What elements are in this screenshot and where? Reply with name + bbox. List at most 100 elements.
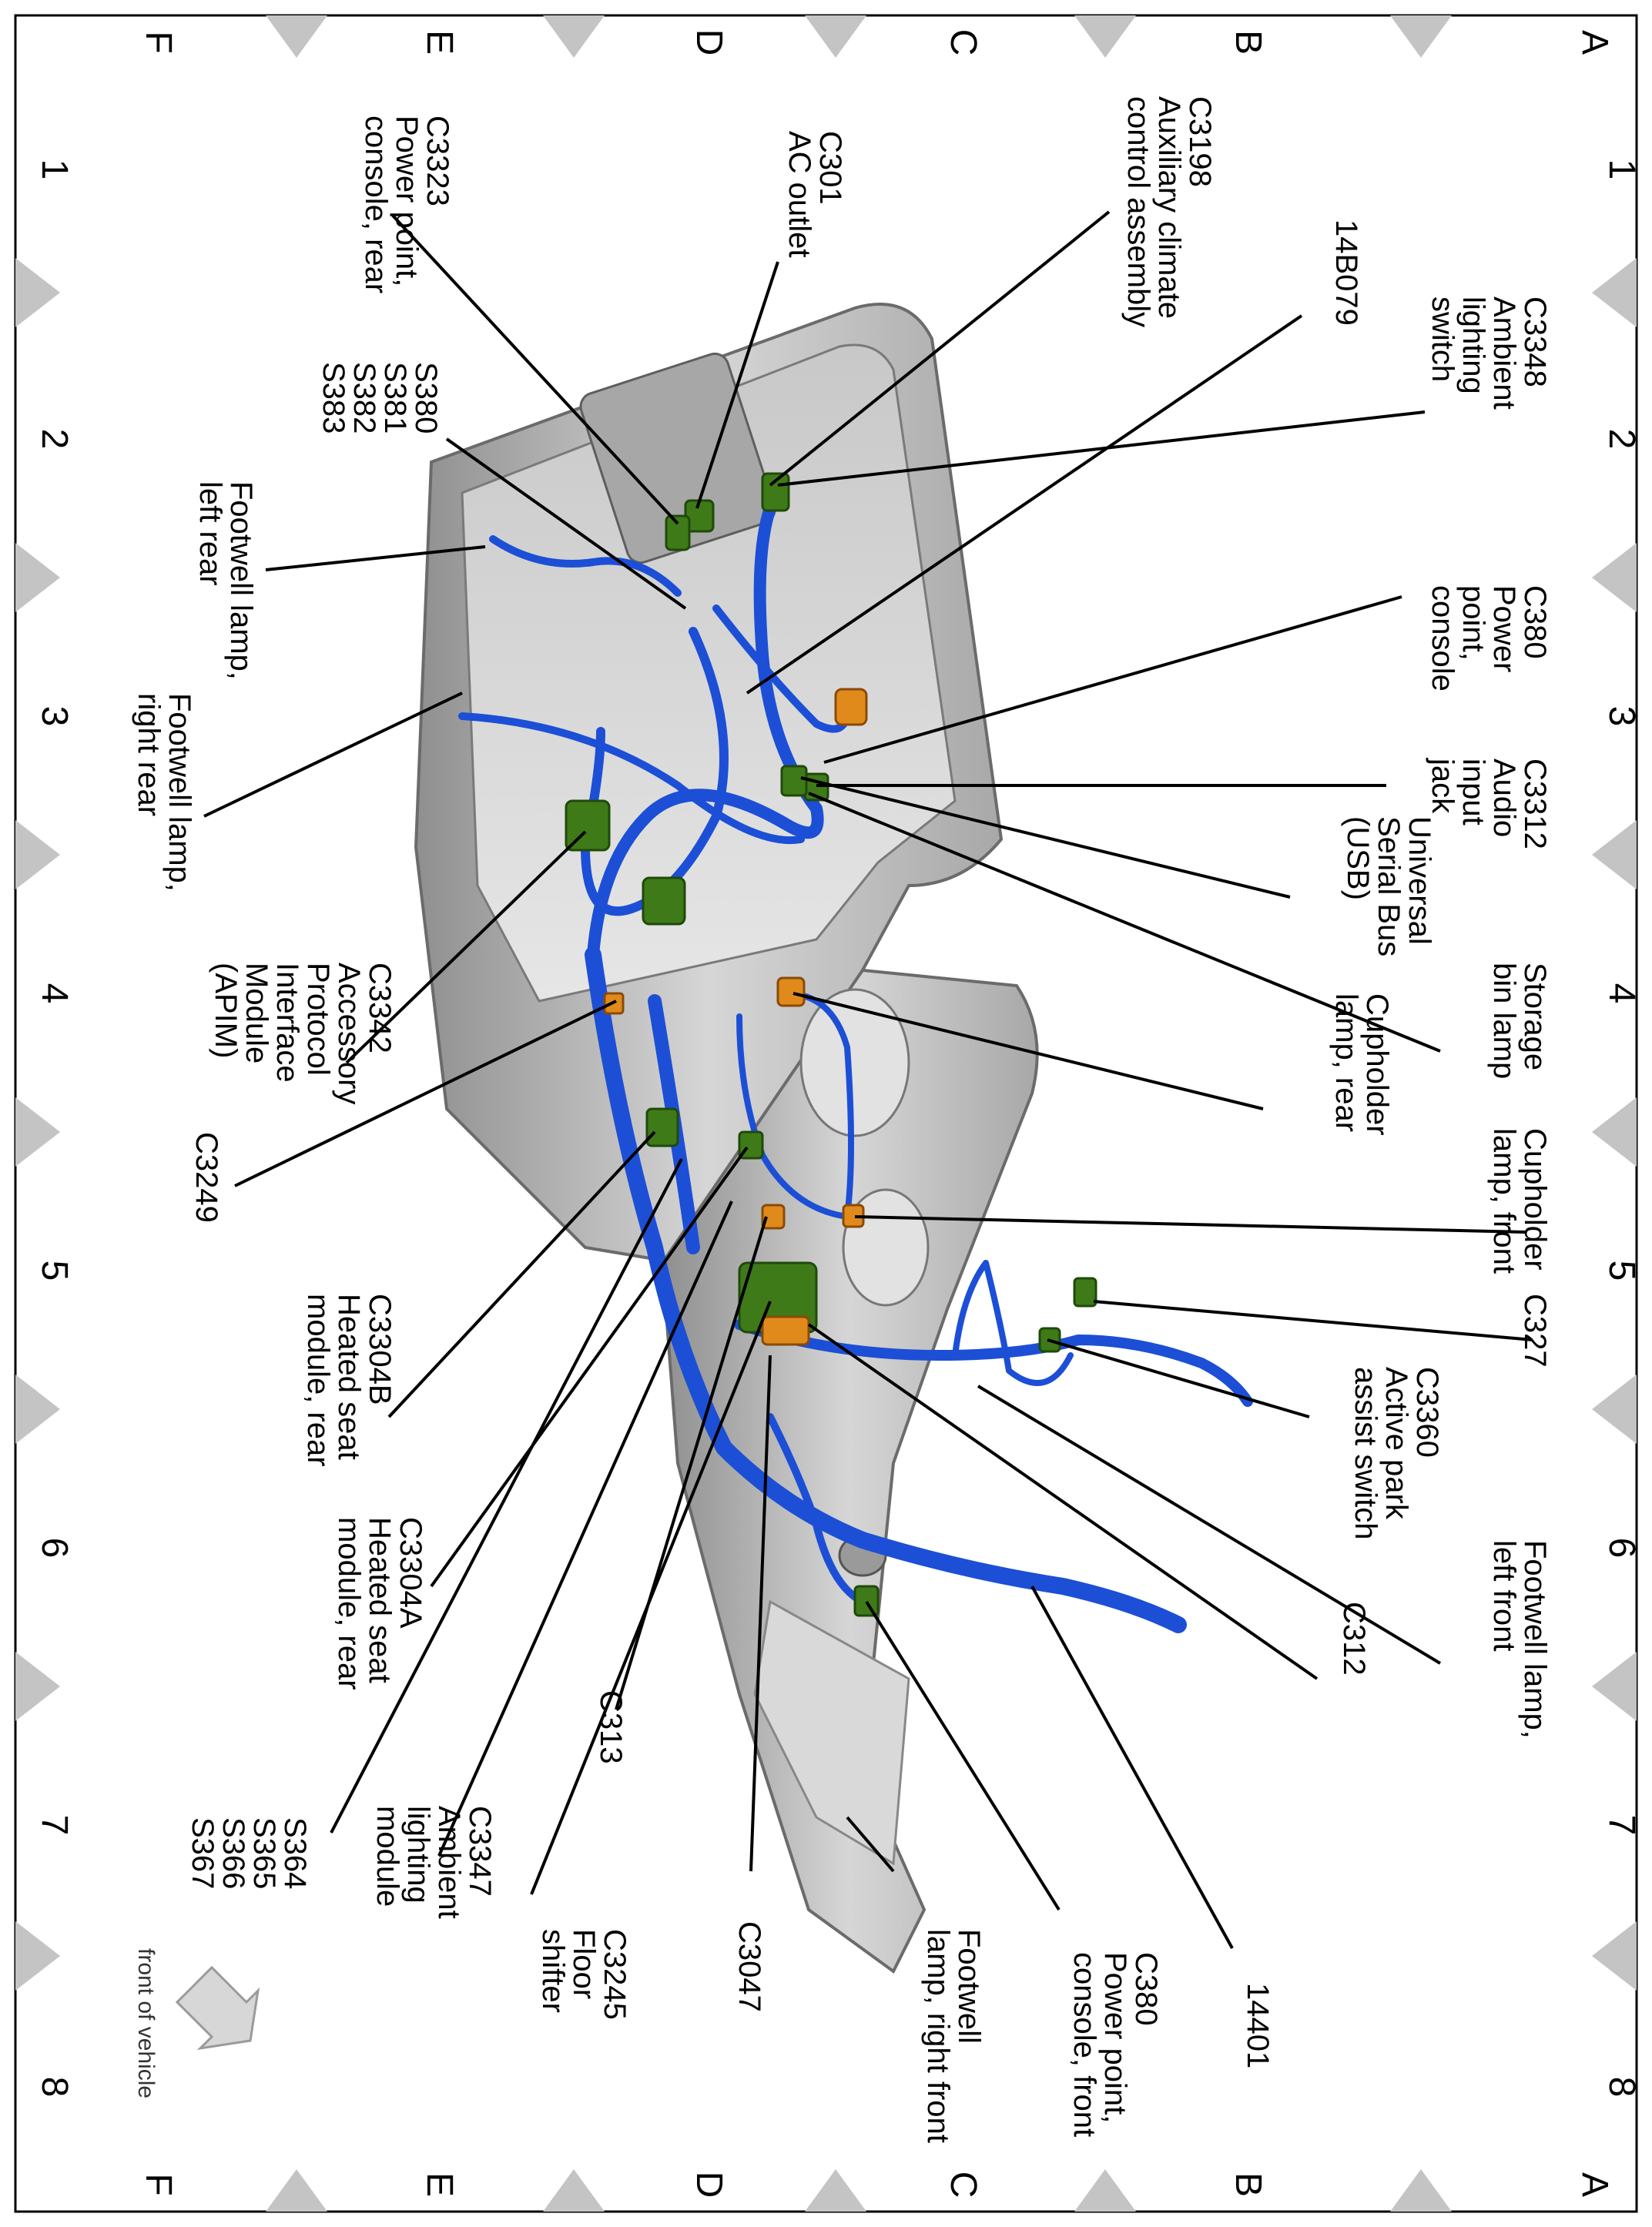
callout-line: S382	[347, 362, 381, 434]
callout-line: S383	[317, 362, 350, 434]
grid-row-label-top: F	[138, 31, 179, 53]
callout-line: Accessory	[332, 963, 366, 1105]
grid-col-label-left: 4	[34, 983, 75, 1004]
callout-label-b14b079: 14B079	[1329, 219, 1363, 326]
border-triangle	[1592, 1652, 1637, 1721]
callout-line: C3360	[1410, 1367, 1444, 1458]
callout-line: module	[370, 1806, 404, 1907]
callout-line: Footwell lamp,	[224, 481, 258, 680]
callout-line: Interface	[270, 963, 304, 1083]
grid-col-label-left: 5	[34, 1261, 75, 1281]
border-triangle	[1592, 820, 1637, 889]
border-triangle	[543, 2169, 605, 2212]
callout-line: C380	[1129, 1952, 1163, 2026]
grid-border-marks	[15, 15, 1637, 2212]
callout-label-c3342: C3342AccessoryProtocolInterfaceModule(AP…	[209, 963, 397, 1105]
callout-line: left front	[1487, 1540, 1521, 1652]
callout-line: (APIM)	[209, 963, 243, 1058]
callout-label-s380-383: S380S381S382S383	[317, 362, 443, 434]
border-triangle	[1074, 15, 1136, 58]
grid-col-label-right: 4	[1601, 983, 1642, 1004]
grid-row-label-top: A	[1574, 30, 1615, 55]
callout-label-c3047: C3047	[732, 1921, 766, 2012]
callout-line: AC outlet	[782, 131, 816, 258]
callout-line: (USB)	[1341, 816, 1375, 900]
callout-label-s364-367: S364S365S366S367	[186, 1817, 312, 1889]
callout-label-c327: C327	[1518, 1294, 1552, 1368]
callout-line: Protocol	[301, 963, 335, 1076]
callout-line: C301	[813, 131, 847, 205]
callout-line: shifter	[536, 1929, 570, 2013]
border-triangle	[266, 15, 327, 58]
border-triangle	[805, 2169, 866, 2212]
callout-label-c3249: C3249	[189, 1132, 223, 1223]
callout-line: right rear	[132, 693, 166, 816]
callout-label-c3304a: C3304AHeated seatmodule, rear	[332, 1517, 427, 1690]
callout-line: switch	[1426, 296, 1459, 382]
callout-line: Ambient	[432, 1806, 466, 1919]
border-triangle	[1074, 2169, 1136, 2212]
connector-c3304b	[645, 1107, 679, 1147]
callout-label-c3245: C3245Floorshifter	[536, 1929, 632, 2020]
border-triangle	[1592, 543, 1637, 612]
callout-line: C3047	[732, 1921, 766, 2012]
callout-label-fw-right-rear: Footwell lamp,right rear	[132, 693, 196, 892]
callout-line: S381	[378, 362, 412, 434]
grid-row-label-top: D	[689, 29, 729, 56]
callout-label-cup-front: Cupholderlamp, front	[1487, 1128, 1552, 1274]
callout-line: Footwell lamp,	[1518, 1540, 1552, 1739]
border-triangle	[805, 15, 866, 58]
grid-col-label-left: 2	[34, 429, 75, 450]
grid-row-label-bottom: F	[138, 2173, 179, 2195]
grid-row-label-bottom: D	[689, 2172, 729, 2199]
connector-usb	[780, 765, 808, 797]
border-triangle	[15, 258, 60, 327]
border-triangle	[1592, 1375, 1637, 1444]
callout-line: S380	[409, 362, 443, 434]
callout-line: input	[1456, 759, 1490, 825]
callout-line: module, rear	[301, 1294, 335, 1467]
callout-label-c3312: C3312Audioinputjack	[1426, 758, 1552, 849]
callout-label-fw-left-rear: Footwell lamp,left rear	[193, 481, 258, 680]
grid-row-label-top: E	[419, 30, 460, 55]
callout-label-fw-left-front: Footwell lamp,left front	[1487, 1540, 1552, 1739]
connector-c327	[1073, 1277, 1097, 1308]
callout-line: Cupholder	[1360, 993, 1394, 1136]
connector-apim	[642, 876, 686, 926]
callout-line: 14401	[1241, 1983, 1275, 2068]
grid-col-label-right: 7	[1601, 1815, 1642, 1836]
connector-c3047	[761, 1204, 786, 1230]
border-triangle	[1592, 1921, 1637, 1991]
callout-label-c3304b: C3304BHeated seatmodule, rear	[301, 1294, 397, 1467]
front-of-vehicle-indicator: front of vehicle	[133, 1948, 260, 2098]
callout-line: S364	[278, 1817, 312, 1889]
border-triangle	[15, 820, 60, 889]
border-triangle	[15, 543, 60, 612]
grid-col-label-right: 8	[1601, 2077, 1642, 2098]
callout-line: lamp, front	[1487, 1128, 1521, 1274]
callout-label-c3198: C3198Auxiliary climatecontrol assembly	[1121, 96, 1217, 327]
callout-line: Module	[240, 963, 273, 1063]
grid-col-label-right: 5	[1601, 1261, 1642, 1281]
connector-c380-console	[834, 688, 868, 726]
connectors	[565, 472, 1097, 1617]
callout-label-c380-console: C380Powerpoint,console	[1426, 585, 1552, 692]
callout-line: lamp, rear	[1329, 993, 1363, 1132]
callout-line: assist switch	[1349, 1367, 1382, 1540]
callout-line: C3348	[1518, 296, 1552, 387]
callout-line: Floor	[567, 1929, 601, 1999]
connector-c312	[761, 1315, 810, 1346]
border-triangle	[15, 1921, 60, 1991]
callout-label-n14401: 14401	[1241, 1983, 1275, 2068]
grid-col-label-left: 8	[34, 2077, 75, 2098]
cupholder-rear	[799, 988, 910, 1137]
border-triangle	[266, 2169, 327, 2212]
callout-label-cup-rear: Cupholderlamp, rear	[1329, 993, 1394, 1136]
callout-line: Audio	[1487, 759, 1521, 837]
callout-line: C327	[1518, 1294, 1552, 1368]
grid-row-label-bottom: B	[1228, 2172, 1268, 2197]
callout-labels: C3348AmbientlightingswitchC3198Auxiliary…	[132, 96, 1552, 2143]
border-triangle	[15, 1097, 60, 1167]
front-of-vehicle-label: front of vehicle	[133, 1948, 159, 2098]
